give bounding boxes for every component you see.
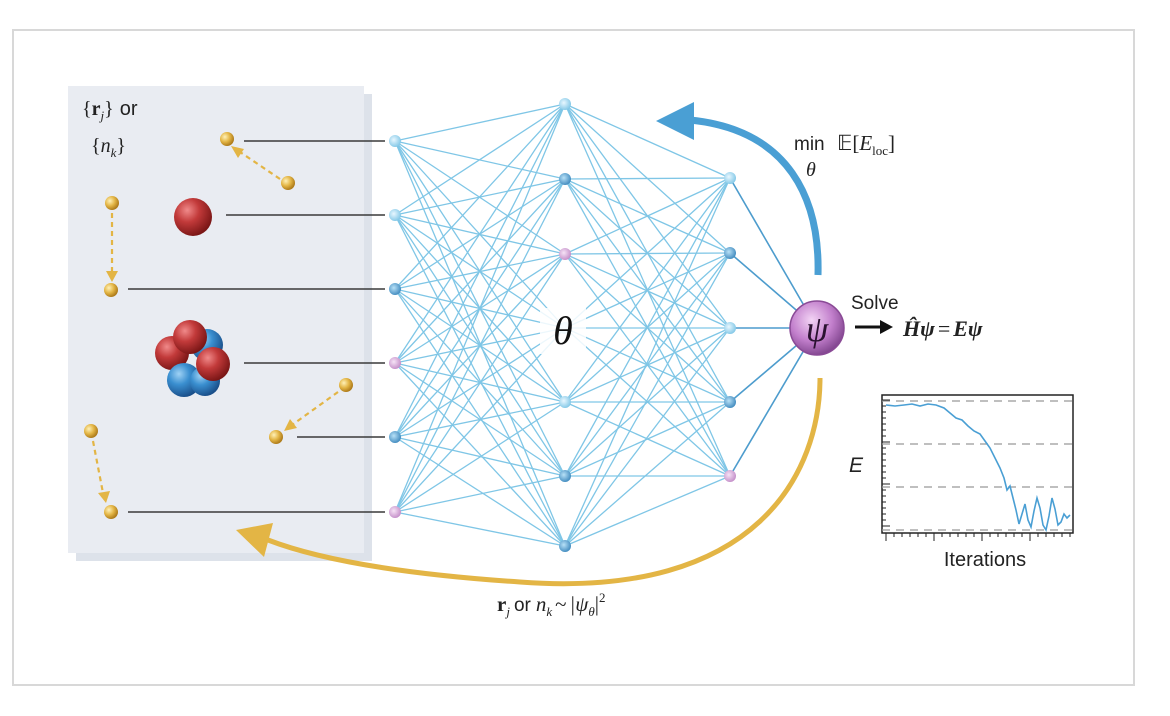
- network-edge: [394, 103, 566, 290]
- network-node-layer2: [559, 173, 571, 185]
- schrodinger-equation: Ĥψ=Eψ: [902, 316, 983, 341]
- network-edge: [564, 177, 731, 547]
- network-node-layer1: [389, 135, 401, 147]
- network-edge: [564, 401, 731, 547]
- hydrogen-nucleus: [174, 198, 212, 236]
- network-edge: [394, 511, 566, 547]
- network-node-layer3: [724, 322, 736, 334]
- iterations-axis-label: Iterations: [944, 549, 1026, 571]
- network-edge: [564, 401, 731, 477]
- network-node-layer3: [724, 470, 736, 482]
- network-edge: [394, 401, 566, 513]
- network-edge: [394, 288, 566, 547]
- network-edge: [564, 177, 731, 403]
- inputs-label-line1: {rj}or: [82, 98, 138, 123]
- electron-2-arrowhead: [106, 271, 118, 282]
- electron-2: [104, 283, 118, 297]
- network-edge: [564, 252, 731, 477]
- network-edge: [394, 103, 566, 216]
- output-edge: [729, 177, 818, 329]
- electron-1-motion-arrow: [239, 151, 281, 180]
- electron-3: [269, 430, 283, 444]
- network-edge: [394, 475, 566, 513]
- particles: [84, 132, 353, 519]
- network-edge: [394, 362, 566, 547]
- output-edges: [729, 177, 818, 477]
- electron-4-previous: [84, 424, 98, 438]
- network-node-layer2: [559, 248, 571, 260]
- network-edge: [564, 475, 731, 547]
- input-connectors: [128, 140, 385, 513]
- network-edge: [564, 177, 731, 255]
- energy-curve: [885, 403, 1071, 533]
- optimization-arrowhead: [656, 102, 694, 140]
- network-node-layer2: [559, 396, 571, 408]
- sampling-arrowhead: [236, 523, 273, 557]
- electron-3-arrowhead: [284, 419, 297, 431]
- electron-4: [104, 505, 118, 519]
- electron-1-arrowhead: [231, 146, 244, 158]
- objective-min-under: θ: [806, 159, 816, 181]
- network-edge: [564, 177, 731, 180]
- network-node-layer3: [724, 396, 736, 408]
- network-edge: [564, 103, 731, 179]
- objective-expression: 𝔼[Eloc]: [837, 131, 895, 158]
- network-edge: [394, 103, 566, 364]
- input-panel: [68, 86, 372, 561]
- wavefunction-node: [789, 300, 845, 356]
- energy-axis-label: E: [849, 454, 864, 477]
- network-edge: [394, 103, 566, 438]
- network-edge: [564, 327, 731, 477]
- network-edge: [394, 253, 566, 513]
- network-edge: [394, 327, 566, 513]
- sampling-arrow: [267, 377, 823, 587]
- network-node-layer1: [389, 506, 401, 518]
- network-node-layer3: [724, 172, 736, 184]
- network-parameters-symbol: θ: [553, 308, 573, 353]
- electron-1-previous: [281, 176, 295, 190]
- network-edge: [394, 178, 566, 513]
- wavefunction-symbol: ψ: [806, 309, 829, 349]
- energy-plot: E Iterations: [849, 394, 1074, 571]
- optimization-arrow: [689, 116, 822, 276]
- electron-2-previous: [105, 196, 119, 210]
- network-node-layer3: [724, 247, 736, 259]
- electron-4-arrowhead: [98, 491, 110, 503]
- electron-3-previous: [339, 378, 353, 392]
- network-node-layer2: [559, 98, 571, 110]
- network-edge: [394, 103, 566, 142]
- network-node-layer2: [559, 540, 571, 552]
- inputs-label-line2: {nk}: [91, 135, 126, 160]
- output-edge: [729, 327, 818, 477]
- network-nodes: [389, 98, 736, 552]
- network-node-layer1: [389, 357, 401, 369]
- network-node-layer2: [559, 470, 571, 482]
- network-node-layer1: [389, 431, 401, 443]
- network-edge: [564, 177, 731, 329]
- network-node-layer1: [389, 209, 401, 221]
- objective-min: min: [794, 134, 825, 155]
- heavy-nucleus: [155, 320, 230, 397]
- electron-1: [220, 132, 234, 146]
- solve-label: Solve: [851, 293, 899, 314]
- network-edge: [394, 103, 566, 513]
- network-node-layer1: [389, 283, 401, 295]
- network-edge: [564, 327, 731, 547]
- network-edge: [564, 252, 731, 547]
- network-edges: [394, 103, 731, 547]
- network-edge: [564, 177, 731, 477]
